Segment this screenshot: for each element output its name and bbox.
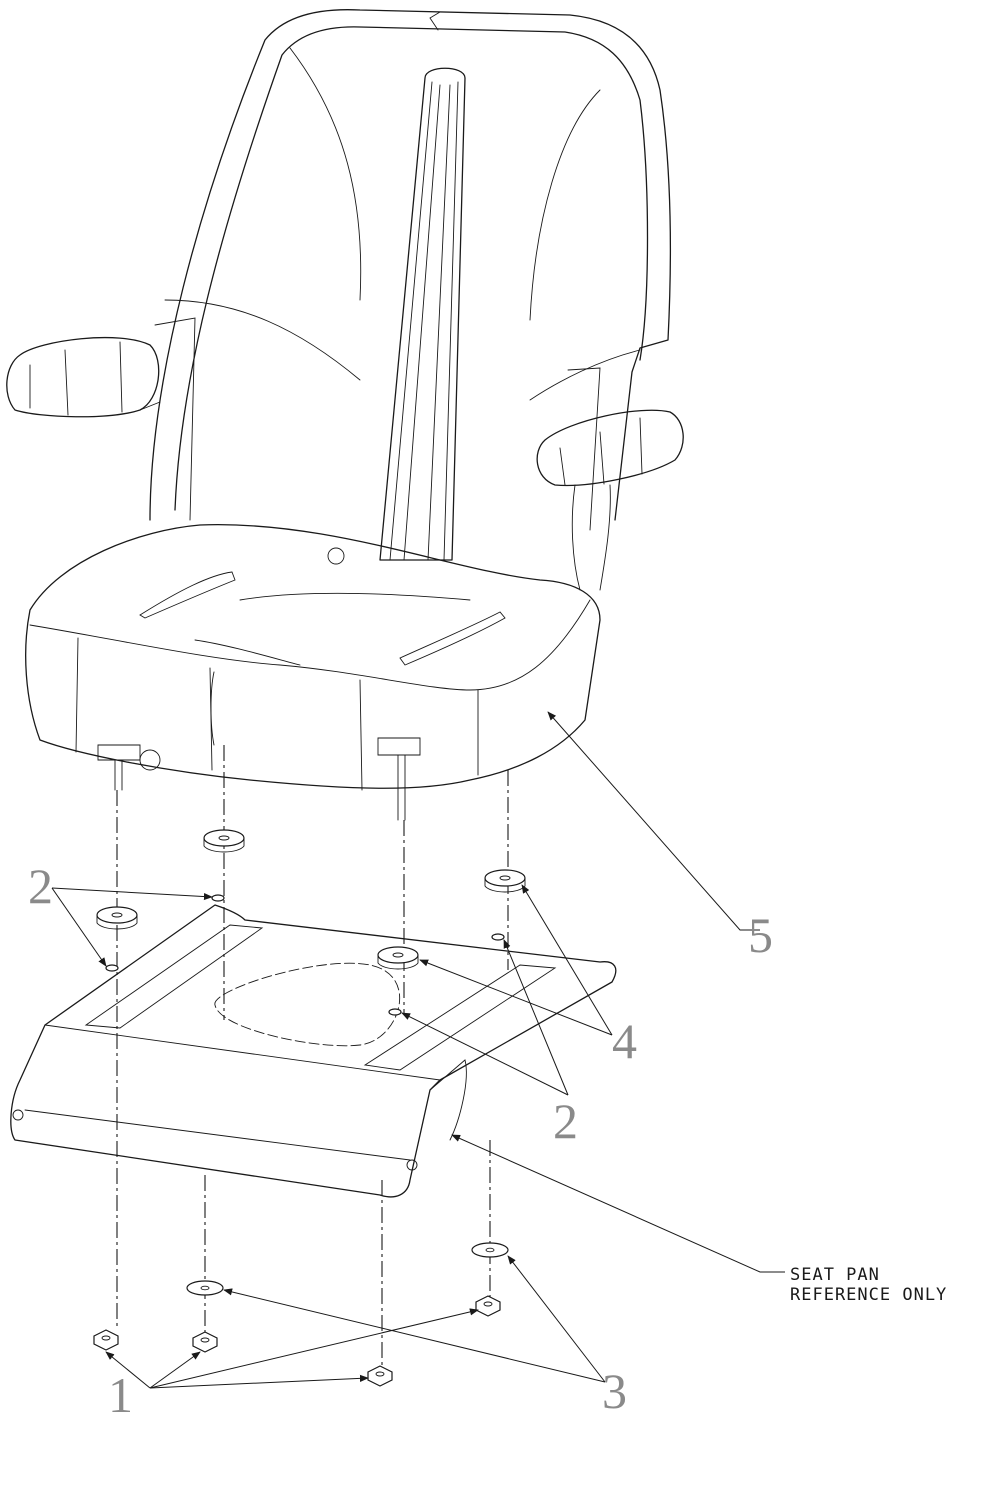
hex-nut-2 [192,1331,218,1353]
leader-lines [51,711,785,1389]
seat-cushion [25,524,601,791]
hole-2a [211,894,225,902]
hole-2d [388,1008,402,1016]
hole-2b [105,964,119,972]
callout-2-right: 2 [553,1093,578,1149]
flat-washer-bottom-2 [186,1280,224,1296]
hex-nut-1 [93,1329,119,1351]
callout-3: 3 [602,1363,627,1419]
seat-pan-note-line1: SEAT PAN [790,1265,880,1285]
left-armrest [6,336,161,418]
spacer-washer-top-4 [377,946,419,970]
callout-1: 1 [108,1367,133,1423]
seat-backrest [149,9,672,561]
right-armrest [536,409,684,591]
seat-studs [97,737,421,821]
seat-assembly [6,9,684,821]
seat-pan-note-line2: REFERENCE ONLY [790,1285,947,1305]
assembly-centerlines [116,745,509,1370]
hex-nut-4 [367,1365,393,1387]
spacer-washer-top-2 [96,906,138,930]
callout-5: 5 [748,907,773,963]
spacer-washer-top-1 [203,829,245,853]
flat-washer-bottom-1 [471,1242,509,1258]
hex-nut-3 [475,1295,501,1317]
callout-2-left: 2 [28,858,53,914]
hole-2c [491,933,505,941]
callout-4: 4 [612,1013,637,1069]
seat-pan [10,904,617,1198]
spacer-washer-top-3 [484,869,526,893]
